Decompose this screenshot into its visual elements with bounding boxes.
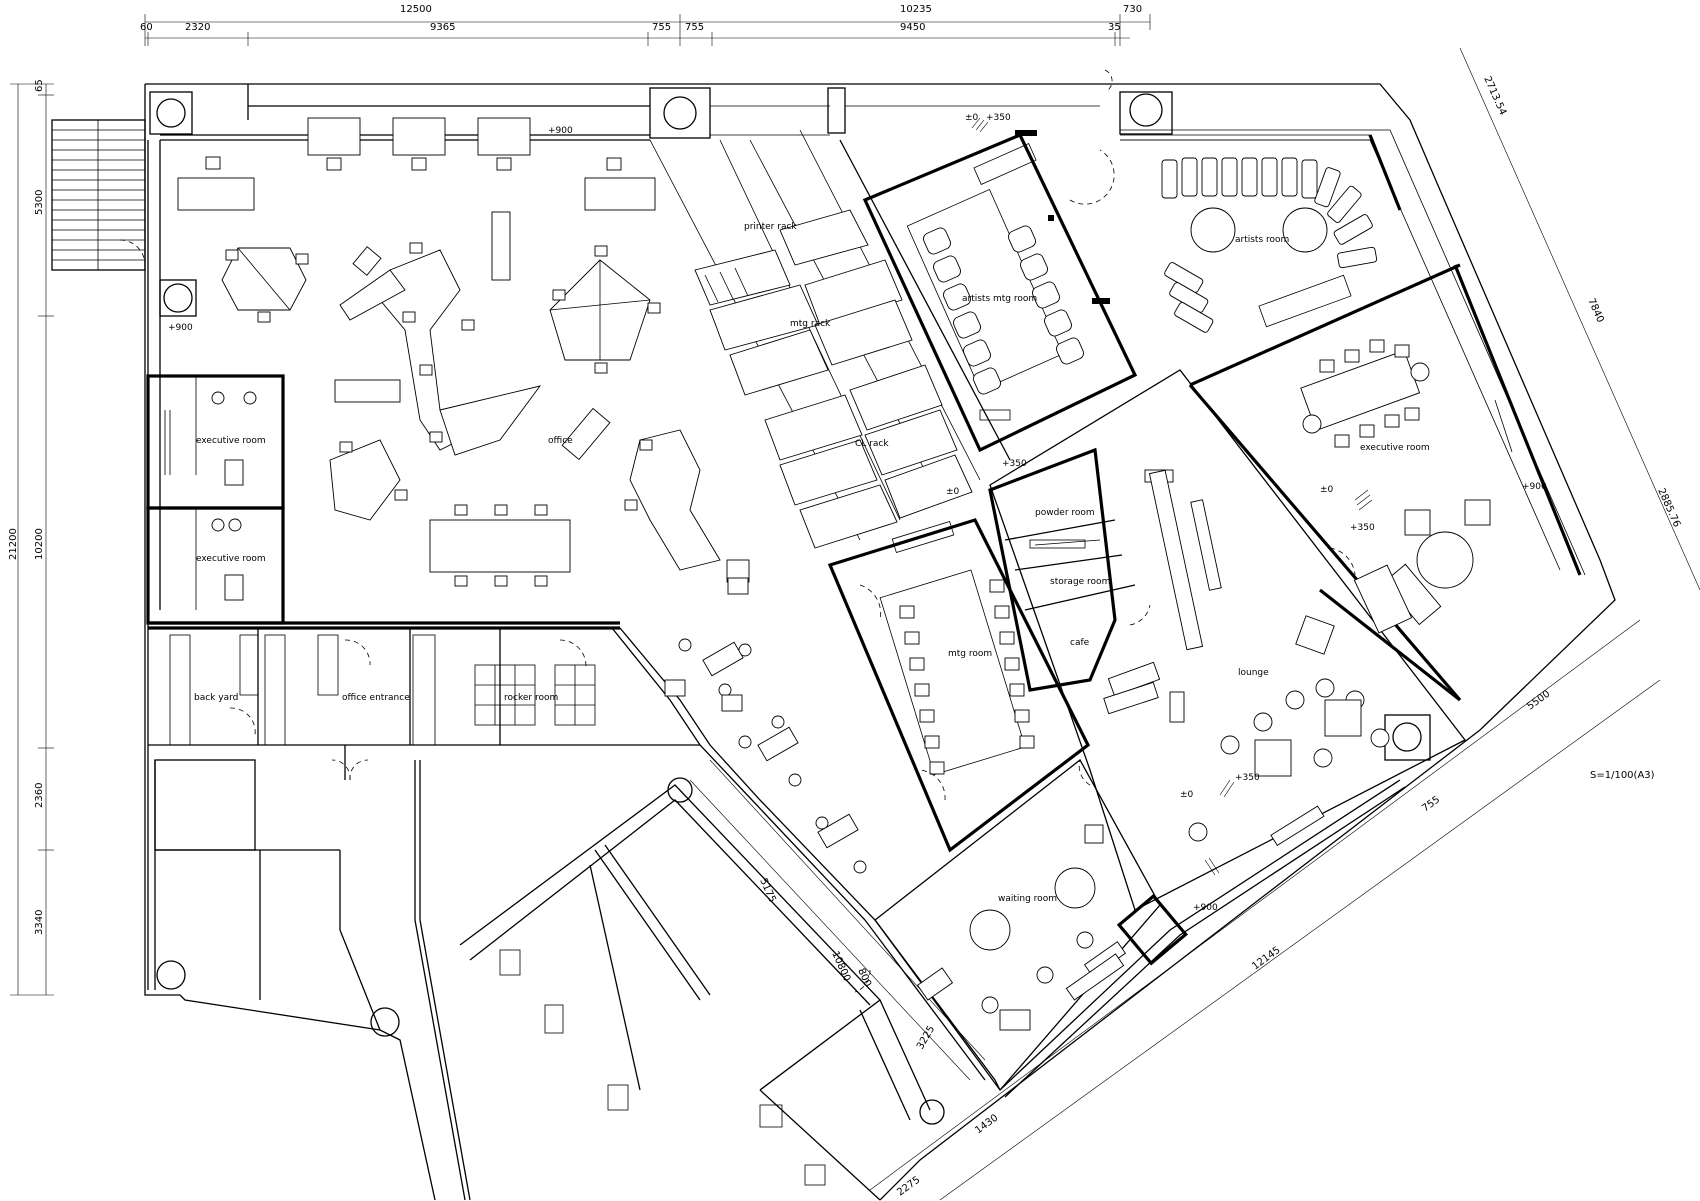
label-printer-rack: printer rack: [744, 222, 797, 232]
dim-right-12145: 12145: [1250, 945, 1282, 973]
level-waiting-900: +900: [1193, 903, 1218, 913]
level-top-zero: ±0: [965, 113, 979, 123]
label-powder-room: powder room: [1035, 508, 1095, 518]
dim-top-755b: 755: [685, 22, 704, 33]
label-artists-room: artists room: [1235, 235, 1289, 245]
level-top-350: +350: [986, 113, 1011, 123]
label-office: office: [548, 436, 573, 446]
label-back-yard: back yard: [194, 693, 238, 703]
dim-top-35: 35: [1108, 22, 1121, 33]
level-mid-zero: ±0: [946, 487, 960, 497]
dim-left-2360: 2360: [34, 783, 45, 808]
label-rocker-room: rocker room: [504, 693, 558, 703]
label-cafe: cafe: [1070, 638, 1090, 648]
dim-bottom-2275: 2275: [895, 1175, 922, 1199]
label-mtg-rack: mtg rack: [790, 319, 831, 329]
level-office-900: +900: [548, 126, 573, 136]
label-storage-room: storage room: [1050, 577, 1110, 587]
dim-left-3340: 3340: [34, 910, 45, 935]
level-mid-350: +350: [1002, 459, 1027, 469]
label-waiting-room: waiting room: [998, 894, 1057, 904]
door-swings: [119, 69, 1356, 993]
dim-left-total: 21200: [8, 528, 19, 560]
artists-mtg-room-furniture: [923, 130, 1110, 421]
dim-left-65: 65: [34, 79, 45, 92]
dim-bottom-3225: 3225: [915, 1024, 937, 1052]
level-exec-350: +350: [1350, 523, 1375, 533]
dim-right-7840: 7840: [1585, 297, 1605, 325]
level-exec-900: +900: [1522, 482, 1547, 492]
dim-top-755a: 755: [652, 22, 671, 33]
dim-top-left-total: 12500: [400, 4, 432, 15]
dim-right-755: 755: [1420, 794, 1442, 814]
dim-top-extra: 730: [1123, 4, 1142, 15]
label-cl-rack: CL rack: [855, 439, 889, 449]
dim-left-10200: 10200: [34, 528, 45, 560]
level-left-900: +900: [168, 323, 193, 333]
label-artists-mtg-room: artists mtg room: [962, 294, 1037, 304]
level-exec-zero: ±0: [1320, 485, 1334, 495]
dim-right-2713: 2713.54: [1481, 75, 1508, 117]
level-lounge-350: +350: [1235, 773, 1260, 783]
rack-furniture: [694, 209, 973, 549]
dim-right-5500: 5500: [1525, 689, 1552, 713]
dim-top-9450: 9450: [900, 22, 925, 33]
room-labels: office executive room executive room bac…: [194, 222, 1430, 904]
dimension-lines: [10, 14, 1700, 1201]
dim-top-2320: 2320: [185, 22, 210, 33]
label-office-entrance: office entrance: [342, 693, 410, 703]
dim-left-5300: 5300: [34, 190, 45, 215]
label-lounge: lounge: [1238, 668, 1269, 678]
mtg-room-furniture: [891, 521, 1035, 775]
building-walls: [51, 83, 1616, 1201]
label-executive-room-1: executive room: [196, 436, 266, 446]
dim-top-right-total: 10235: [900, 4, 932, 15]
dim-right-2885: 2885.76: [1655, 487, 1682, 529]
dim-top-9365: 9365: [430, 22, 455, 33]
label-executive-room-2: executive room: [196, 554, 266, 564]
level-labels: ±0 +350 +900 +900 +350 ±0 ±0 +900 +350 +…: [168, 113, 1547, 913]
level-lounge-zero: ±0: [1180, 790, 1194, 800]
executive-room-right-furniture: [1300, 339, 1513, 626]
dim-top-60: 60: [140, 22, 153, 33]
label-mtg-room: mtg room: [948, 649, 992, 659]
artists-room-furniture: [1161, 157, 1378, 333]
lounge-furniture: [916, 469, 1413, 1031]
label-executive-room-3: executive room: [1360, 443, 1430, 453]
office-furniture: [177, 117, 867, 874]
level-hatches: [971, 117, 1373, 876]
scale-note: S=1/100(A3): [1590, 770, 1655, 781]
